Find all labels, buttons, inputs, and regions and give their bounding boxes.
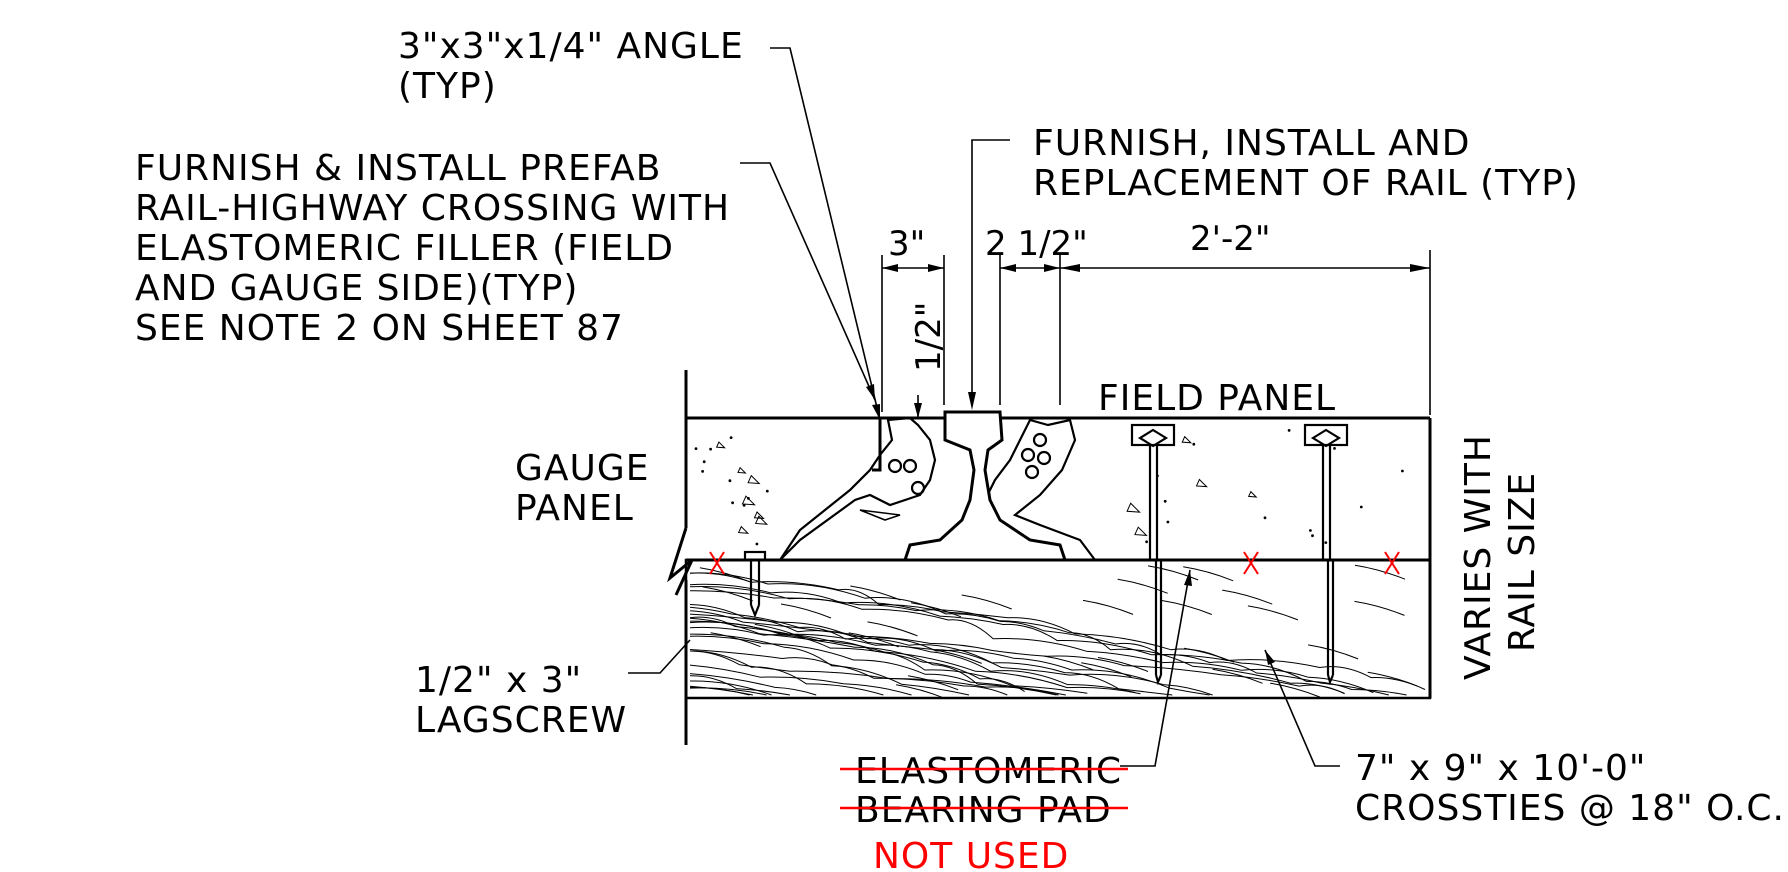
lagscrew bbox=[743, 550, 767, 618]
angle-label-line2: (TYP) bbox=[398, 66, 497, 107]
bearing-pad-label-line2: BEARING PAD bbox=[855, 790, 1112, 831]
rail bbox=[902, 410, 1068, 562]
dimension-lines bbox=[881, 250, 1431, 418]
break-line bbox=[667, 370, 694, 745]
angle-label-line1: 3"x3"x1/4" ANGLE bbox=[398, 26, 744, 67]
rail-label-line1: FURNISH, INSTALL AND bbox=[1033, 123, 1470, 164]
lagscrew-label-line2: LAGSCREW bbox=[415, 700, 627, 741]
crossties-label-line1: 7" x 9" x 10'-0" bbox=[1355, 748, 1646, 789]
gauge-panel-label-line1: GAUGE bbox=[515, 448, 650, 489]
prefab-label-line3: ELASTOMERIC FILLER (FIELD bbox=[135, 228, 674, 269]
dimension-2ft-2in: 2'-2" bbox=[1190, 219, 1271, 259]
varies-label-line2: RAIL SIZE bbox=[1502, 472, 1543, 652]
red-x-markers bbox=[709, 551, 1400, 575]
lagscrew-label-line1: 1/2" x 3" bbox=[415, 660, 582, 701]
prefab-label-line4: AND GAUGE SIDE)(TYP) bbox=[135, 268, 578, 309]
prefab-label-line1: FURNISH & INSTALL PREFAB bbox=[135, 148, 661, 189]
dimension-2-half-in: 2 1/2" bbox=[985, 224, 1088, 264]
varies-label-line1: VARIES WITH bbox=[1458, 434, 1499, 680]
crossing-pad-field bbox=[983, 418, 1098, 562]
field-panel-label: FIELD PANEL bbox=[1098, 378, 1336, 419]
crossties-label-line2: CROSSTIES @ 18" O.C. bbox=[1355, 788, 1785, 829]
gauge-panel-label-line2: PANEL bbox=[515, 488, 634, 529]
not-used-label: NOT USED bbox=[873, 836, 1069, 872]
crosstie bbox=[684, 558, 1432, 700]
panel-anchor-2 bbox=[1303, 423, 1349, 686]
bearing-pad-label-line1: ELASTOMERIC bbox=[855, 751, 1122, 792]
prefab-label-line5: SEE NOTE 2 ON SHEET 87 bbox=[135, 308, 624, 349]
rail-label-line2: REPLACEMENT OF RAIL (TYP) bbox=[1033, 163, 1579, 204]
steel-angle bbox=[852, 416, 882, 472]
dimension-3in: 3" bbox=[888, 224, 925, 264]
panel-anchor-1 bbox=[1130, 423, 1176, 686]
bearing-pad-note: ELASTOMERIC BEARING PAD NOT USED bbox=[840, 751, 1128, 872]
leader-lines bbox=[628, 47, 1340, 767]
dimension-half-in: 1/2" bbox=[909, 302, 949, 372]
crossing-pad-gauge bbox=[779, 416, 937, 561]
concrete-aggregate bbox=[694, 429, 1404, 546]
wood-grain bbox=[689, 564, 1426, 700]
prefab-label-line2: RAIL-HIGHWAY CROSSING WITH bbox=[135, 188, 730, 229]
